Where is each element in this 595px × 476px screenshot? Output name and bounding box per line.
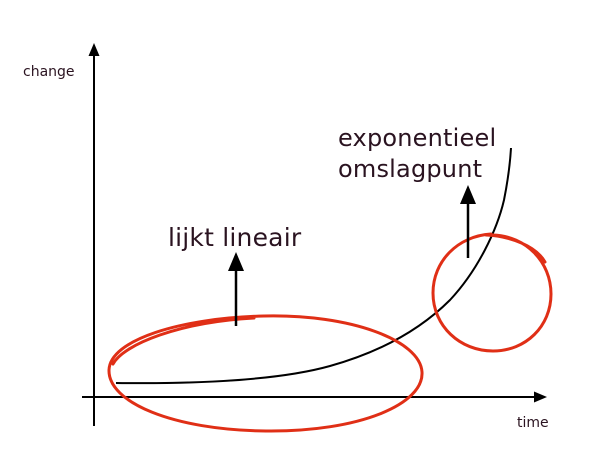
exponential-annotation: exponentieel omslagpunt xyxy=(338,123,496,185)
x-axis-label: time xyxy=(517,415,549,431)
linear-annotation-arrowhead xyxy=(228,252,244,271)
exponential-annotation-line-2: omslagpunt xyxy=(338,155,483,183)
linear-region-highlight xyxy=(107,314,424,433)
exponential-annotation-line-1: exponentieel xyxy=(338,124,497,152)
y-axis-arrowhead xyxy=(88,43,100,56)
linear-annotation: lijkt lineair xyxy=(168,223,302,252)
x-axis-arrowhead xyxy=(534,391,547,403)
growth-curve xyxy=(115,147,512,385)
exponential-annotation-arrowhead xyxy=(460,185,476,204)
y-axis-label: change xyxy=(23,64,75,80)
tipping-point-highlight xyxy=(431,232,553,353)
